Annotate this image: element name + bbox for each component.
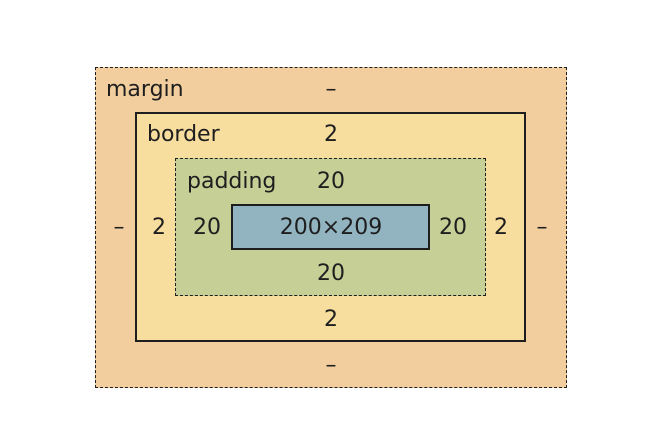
content-size-value[interactable]: 200×209 bbox=[279, 215, 383, 240]
border-left-value[interactable]: 2 bbox=[152, 215, 166, 240]
padding-right-value[interactable]: 20 bbox=[439, 215, 467, 240]
margin-right-value[interactable]: – bbox=[536, 215, 548, 240]
content-box[interactable] bbox=[231, 204, 430, 250]
padding-label: padding bbox=[187, 169, 277, 194]
padding-top-value[interactable]: 20 bbox=[317, 169, 345, 194]
margin-left-value[interactable]: – bbox=[113, 215, 125, 240]
margin-bottom-value[interactable]: – bbox=[325, 353, 337, 378]
border-top-value[interactable]: 2 bbox=[324, 122, 338, 147]
padding-left-value[interactable]: 20 bbox=[193, 215, 221, 240]
margin-top-value[interactable]: – bbox=[325, 77, 337, 102]
margin-label: margin bbox=[106, 77, 184, 102]
border-right-value[interactable]: 2 bbox=[494, 215, 508, 240]
border-bottom-value[interactable]: 2 bbox=[324, 307, 338, 332]
border-label: border bbox=[147, 122, 220, 147]
padding-bottom-value[interactable]: 20 bbox=[317, 261, 345, 286]
